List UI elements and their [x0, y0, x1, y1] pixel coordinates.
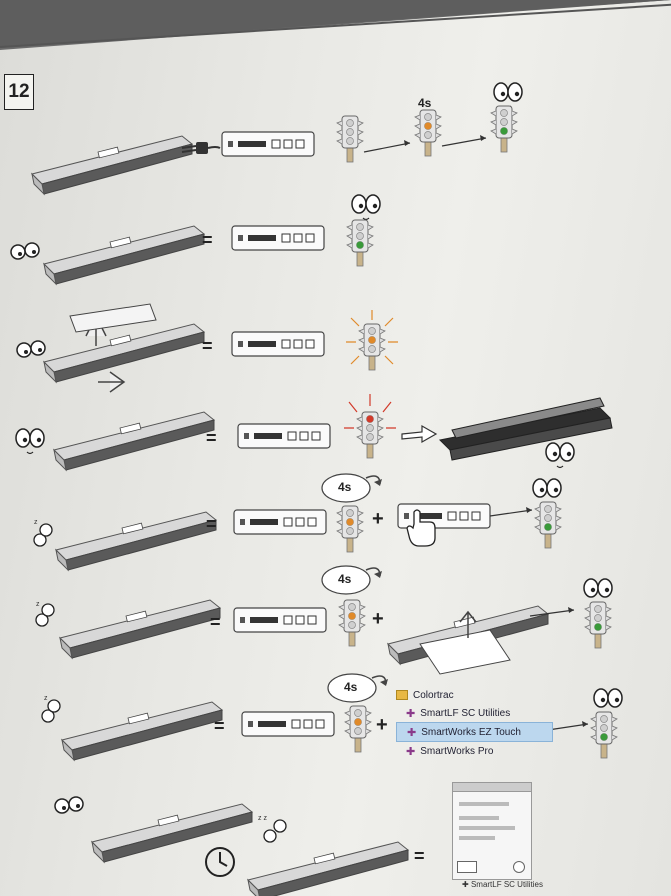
thumbnail-caption: ✚ SmartLF SC Utilities	[462, 880, 543, 889]
sleepy-eyes-icon	[16, 340, 46, 358]
control-panel-icon	[233, 509, 327, 535]
traffic-light-flashing-orange-icon	[336, 505, 364, 553]
happy-eyes-icon	[583, 578, 613, 605]
green-lamp	[600, 733, 608, 741]
control-panel-icon	[237, 423, 331, 449]
scanner-icon	[55, 511, 217, 571]
plus-sign: +	[372, 608, 384, 630]
menu-folder[interactable]: Colortrac	[396, 686, 546, 704]
orange-lamp	[346, 518, 354, 526]
timing-label: 4s	[338, 480, 352, 494]
equals-sign: =	[202, 336, 213, 356]
scanner-icon	[43, 323, 205, 383]
sleeping-eyes-icon: z	[33, 519, 53, 547]
equals-sign: =	[214, 716, 225, 736]
control-panel-icon	[231, 331, 325, 357]
traffic-light-orange-icon	[414, 109, 442, 157]
svg-text:z: z	[36, 601, 40, 608]
traffic-light-flashing-orange-icon	[338, 599, 366, 647]
step-number-box: 12	[4, 74, 34, 110]
flash-rays-icon	[346, 310, 398, 365]
svg-text:z: z	[34, 519, 38, 526]
folder-icon	[396, 690, 408, 700]
scanner-icon	[247, 841, 409, 896]
control-panel-icon	[233, 607, 327, 633]
happy-eyes-icon	[532, 478, 562, 505]
orange-lamp	[424, 122, 432, 130]
timer-4s-badge	[327, 673, 388, 703]
equals-sign: =	[206, 428, 217, 448]
timing-label: 4s	[418, 96, 432, 110]
traffic-light-flashing-orange-icon	[358, 323, 386, 371]
scanner-icon	[53, 411, 215, 471]
program-menu: Colortrac ✚ SmartLF SC Utilities ✚ Smart…	[396, 686, 553, 760]
app-icon: ✚	[407, 726, 417, 739]
paper-sheet-icon	[419, 610, 511, 675]
scanner-icon	[59, 599, 221, 659]
sleepy-eyes-icon	[54, 796, 84, 814]
thumbnail-caption-text: SmartLF SC Utilities	[470, 880, 543, 889]
orange-lamp	[348, 612, 356, 620]
scanner-icon	[61, 701, 223, 761]
app-icon: ✚	[406, 707, 416, 720]
control-panel-icon	[241, 711, 335, 737]
equals-sign: =	[414, 846, 425, 866]
timer-4s-badge	[321, 473, 382, 503]
power-plug-icon	[181, 142, 221, 154]
control-panel-icon	[397, 503, 491, 529]
svg-text:z: z	[44, 695, 48, 702]
app-icon: ✚	[462, 880, 469, 889]
sleeping-eyes-icon: z	[35, 601, 55, 627]
worried-eyes-icon	[545, 442, 575, 469]
control-panel-icon	[231, 225, 325, 251]
timing-label: 4s	[338, 572, 352, 586]
menu-item-label: SmartWorks Pro	[420, 745, 494, 757]
menu-item-label: SmartLF SC Utilities	[420, 707, 511, 719]
sleeping-eyes-icon: z z	[258, 815, 287, 843]
plus-sign: +	[372, 508, 384, 530]
green-lamp	[544, 523, 552, 531]
plus-sign: +	[376, 714, 388, 736]
open-scanner-icon	[438, 397, 613, 461]
equals-sign: =	[210, 612, 221, 632]
pointing-hand-icon	[406, 509, 436, 547]
control-panel-icon	[221, 131, 315, 157]
menu-folder-label: Colortrac	[413, 689, 454, 701]
paper-feed-arrows-icon	[69, 303, 157, 393]
green-lamp	[356, 241, 364, 249]
green-lamp	[500, 127, 508, 135]
equals-sign: =	[202, 230, 213, 250]
traffic-light-flashing-orange-icon	[344, 705, 372, 753]
flash-rays-icon	[344, 394, 396, 429]
scanner-icon	[31, 135, 193, 195]
timer-4s-badge	[321, 565, 382, 595]
utility-window-thumbnail	[452, 782, 532, 880]
timing-label: 4s	[344, 680, 358, 694]
menu-item-label: SmartWorks EZ Touch	[421, 726, 521, 738]
scanner-icon	[43, 225, 205, 285]
happy-eyes-icon	[493, 82, 523, 109]
sleepy-eyes-icon	[10, 242, 40, 260]
menu-item-selected[interactable]: ✚ SmartWorks EZ Touch	[396, 722, 553, 742]
menu-item[interactable]: ✚ SmartWorks Pro	[396, 742, 546, 760]
orange-lamp	[354, 718, 362, 726]
equals-sign: =	[206, 514, 217, 534]
outline-arrow-icon	[401, 424, 438, 444]
happy-eyes-icon	[351, 194, 381, 221]
timer-clock-icon	[205, 847, 235, 877]
worried-eyes-icon	[15, 428, 45, 455]
happy-eyes-icon	[593, 688, 623, 715]
orange-lamp	[368, 336, 376, 344]
traffic-light-icon	[336, 115, 364, 163]
menu-item[interactable]: ✚ SmartLF SC Utilities	[396, 704, 546, 722]
red-lamp	[366, 415, 374, 423]
green-lamp	[594, 623, 602, 631]
app-icon: ✚	[406, 745, 416, 758]
scanner-icon	[91, 803, 253, 863]
svg-text:z z: z z	[258, 815, 267, 822]
sleeping-eyes-icon: z	[41, 695, 61, 723]
